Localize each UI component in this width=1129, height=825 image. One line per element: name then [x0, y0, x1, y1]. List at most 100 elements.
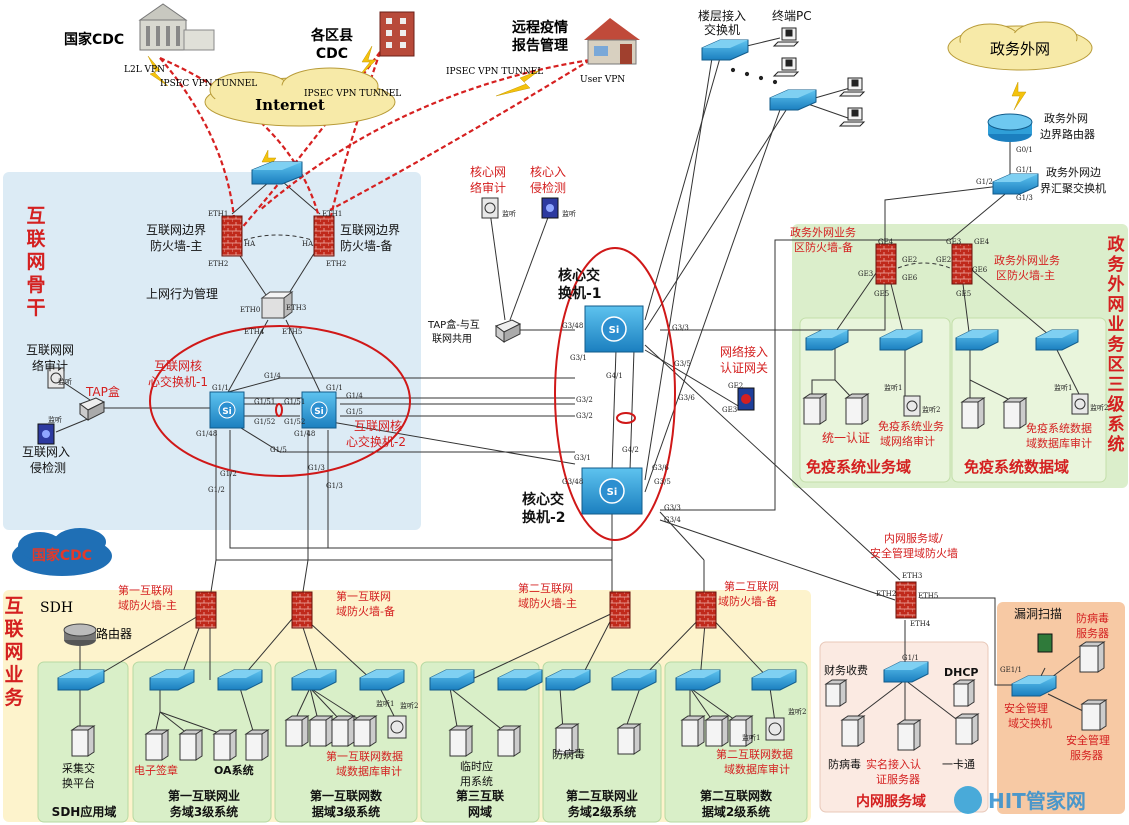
monitor-label: 监听 — [502, 209, 516, 218]
gov-fw-main-label-1: 政务外网业务 — [994, 253, 1060, 267]
sec-switch-label-2: 域交换机 — [1008, 716, 1052, 730]
gov-agg-label-2: 界汇聚交换机 — [1040, 181, 1106, 195]
server-icon — [1080, 699, 1108, 731]
port-label: G1/4 — [264, 372, 281, 380]
server-icon — [496, 725, 522, 757]
remote-report-house: 远程疫情 报告管理 User VPN — [512, 18, 640, 85]
fw1-main-label-2: 域防火墙-主 — [118, 598, 177, 612]
national-cdc-cloud-label: 国家CDC — [32, 547, 92, 564]
sec-mgmt-server-label-2: 服务器 — [1070, 749, 1103, 762]
core-tap-label-2: 联网共用 — [432, 333, 472, 345]
gov-router-label-2: 边界路由器 — [1040, 127, 1095, 141]
core-ids-probe-icon — [541, 197, 559, 219]
domain-label: SDH应用域 — [52, 804, 117, 819]
port-label: G3/3 — [672, 324, 689, 332]
eth-label: ETH2 — [326, 260, 346, 268]
server-icon — [824, 679, 848, 707]
firewall-icon — [695, 591, 717, 629]
internet-core-switch-1-icon: Si — [209, 391, 245, 429]
port-label: GE3 — [946, 238, 961, 246]
port-label: G3/4 — [664, 516, 681, 524]
internet-cloud-label: Internet — [255, 96, 325, 114]
switch-icon — [497, 669, 543, 691]
switch-icon — [611, 669, 657, 691]
domain-label: 第二互联网业 — [566, 788, 638, 803]
port-label: G1/1 — [212, 384, 229, 392]
gov-biz-subzone — [799, 317, 951, 483]
firewall-icon — [951, 243, 973, 285]
vuln-scan-label: 漏洞扫描 — [1014, 607, 1062, 621]
svg-text:外: 外 — [1108, 274, 1125, 295]
tunnel-label-3: IPSEC VPN TUNNEL — [446, 67, 543, 77]
gov-fw-backup-label-2: 区防火墙-备 — [794, 240, 853, 254]
sdh-router-icon — [63, 623, 97, 646]
core-switch-1-icon: Si — [584, 305, 644, 353]
probe-icons — [37, 197, 1089, 741]
gov-cloud-label: 政务外网 — [990, 40, 1050, 58]
antivirus-label: 防病毒 — [552, 747, 585, 761]
core-ids-label-1: 核心入 — [530, 165, 566, 179]
network-audit-probe-icon — [47, 367, 65, 389]
av-server-label-2: 服务器 — [1076, 627, 1109, 640]
national-cdc-cloud: 国家CDC — [12, 528, 112, 576]
remote-report-label-2: 报告管理 — [512, 37, 568, 54]
internet-audit-label-1: 互联网网 — [26, 343, 74, 357]
port-label: G1/51 — [284, 398, 305, 406]
port-label: GE5 — [956, 290, 971, 298]
card-label: 一卡通 — [942, 758, 975, 771]
firewall-icon — [313, 215, 335, 257]
port-label: G1/2 — [220, 470, 237, 478]
internet-core-sw2-label-1: 互联网核 — [354, 419, 402, 433]
switches — [57, 39, 1079, 697]
core-switch-2-icon: Si — [581, 467, 643, 515]
gov-db-audit-label-1: 免疫系统数据 — [1026, 421, 1092, 435]
server-icon — [284, 715, 310, 747]
domain-label: 务域2级系统 — [568, 804, 636, 819]
port-label: G3/48 — [562, 478, 583, 486]
svg-text:区: 区 — [1108, 355, 1125, 375]
gov-biz-audit-label-2: 域网络审计 — [880, 434, 935, 448]
svg-text:干: 干 — [26, 297, 45, 319]
server-icon — [178, 729, 204, 761]
switch-icon — [57, 669, 105, 691]
ha-label: HA — [302, 240, 314, 248]
switch-icon — [429, 669, 475, 691]
floor-switch-label-2: 交换机 — [704, 22, 740, 37]
terminal-pc-label: 终端PC — [772, 8, 812, 23]
core-switch-1-label-2: 换机-1 — [558, 285, 602, 302]
switch-icon — [675, 669, 721, 691]
port-label: G1/5 — [270, 446, 287, 454]
servers — [70, 393, 1108, 761]
internet-ids-label-2: 侵检测 — [30, 460, 66, 475]
port-label: GE4 — [974, 238, 990, 246]
switch-icon — [1011, 675, 1057, 697]
business-title: 互 联 网 业 务 — [4, 595, 24, 709]
svg-text:三: 三 — [1108, 375, 1125, 395]
port-label: G0/1 — [1016, 146, 1033, 154]
port-label: GE4 — [878, 238, 894, 246]
domain-label: 第二互联网数 — [700, 788, 773, 803]
collect-platform-label-2: 换平台 — [62, 776, 95, 790]
sdh-label: SDH — [40, 600, 73, 616]
dhcp-label: DHCP — [944, 666, 978, 679]
port-label: ETH5 — [918, 592, 938, 600]
core-switch-2-label-2: 换机-2 — [522, 509, 566, 526]
server-icon — [212, 729, 238, 761]
port-label: G4/2 — [622, 446, 639, 454]
pc-icon — [838, 77, 866, 97]
eth-label: ETH3 — [286, 304, 306, 312]
fw2-main-label-2: 域防火墙-主 — [518, 596, 577, 610]
watermark-text: HIT管家网 — [988, 789, 1086, 813]
core-audit-label-1: 核心网 — [470, 165, 506, 179]
gov-data-domain-label: 免疫系统数据域 — [964, 458, 1069, 476]
realname-label-2: 证服务器 — [876, 773, 920, 786]
port-label: G1/5 — [346, 408, 363, 416]
monitor-label: 监听2 — [922, 405, 940, 414]
svg-text:网: 网 — [4, 641, 23, 663]
server-icon — [802, 393, 828, 425]
eth-label: ETH1 — [322, 210, 342, 218]
tap-box-icon — [78, 397, 106, 421]
sec-switch-label-1: 安全管理 — [1004, 701, 1048, 715]
port-label: G1/52 — [284, 418, 305, 426]
vuln-scanner-icon — [1037, 633, 1053, 653]
